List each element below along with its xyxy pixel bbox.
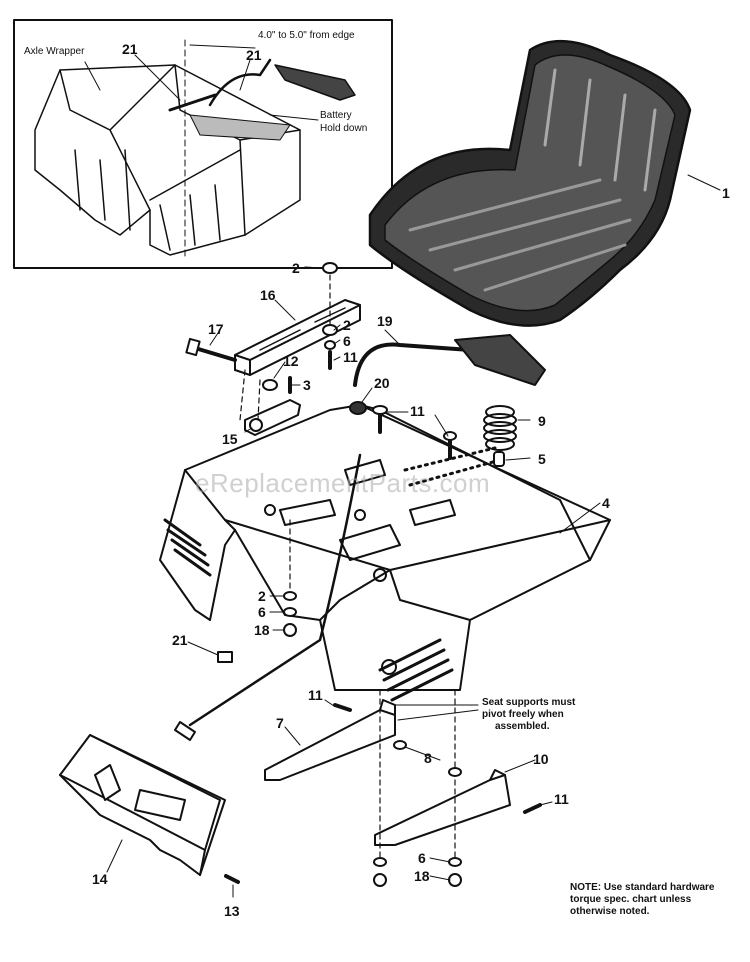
inset-label-axle-wrapper: Axle Wrapper [24,46,85,57]
callout-18: 18 [414,868,430,884]
callout-21-inset-b: 21 [246,47,262,63]
callout-2: 2 [258,588,266,604]
callout-4: 4 [602,495,610,511]
fender-part-4 [159,404,611,702]
watermark: eReplacementParts.com [195,468,491,498]
note-seat-supports-2: pivot freely when [482,709,564,720]
hinge-bracket-16 [234,299,361,376]
callout-17: 17 [208,321,224,337]
callout-10: 10 [533,751,549,767]
leader-lines [106,174,721,898]
callout-2: 2 [343,317,351,333]
hinge-plate-15 [239,369,301,436]
hardware-supports [373,740,462,887]
callout-6: 6 [418,850,426,866]
axle-wrapper-drawing [34,39,356,261]
seat-support-7 [264,699,396,781]
rear-panel-14 [59,734,226,876]
note-seat-supports-1: Seat supports must [482,697,576,708]
callout-13: 13 [224,903,240,919]
callout-16: 16 [260,287,276,303]
callout-20: 20 [374,375,390,391]
callout-8: 8 [424,750,432,766]
callout-11: 11 [410,403,425,419]
callout-11: 11 [343,349,358,365]
bolt-17 [185,337,237,362]
spring-9 [483,405,517,467]
callout-12: 12 [283,353,299,369]
note-seat-supports-3: assembled. [495,721,550,732]
grommet-20 [349,401,367,415]
note-hardware-3: otherwise noted. [570,906,650,917]
inset-label-distance: 4.0" to 5.0" from edge [258,30,355,41]
callout-2: 2 [292,260,300,276]
callout-15: 15 [222,431,238,447]
hardware-top [262,262,338,394]
inset-frame [13,19,393,269]
inset-label-battery-2: Hold down [320,123,368,134]
callout-11: 11 [554,791,569,807]
callout-7: 7 [276,715,284,731]
callout-18: 18 [254,622,270,638]
inset-leader-lines [84,44,319,121]
note-hardware-2: torque spec. chart unless [570,894,692,905]
callout-21-inset-a: 21 [122,41,138,57]
callout-1: 1 [722,185,730,201]
seat-support-10 [374,769,542,846]
callout-21: 21 [172,632,188,648]
bolts-11-fender [372,405,457,460]
harness-21 [174,453,362,741]
callout-6: 6 [258,604,266,620]
callout-14: 14 [92,871,108,887]
callout-6: 6 [343,333,351,349]
screw-13 [224,874,240,884]
callout-19: 19 [377,313,393,329]
callout-11: 11 [308,687,323,703]
callout-9: 9 [538,413,546,429]
seat-part-1 [368,39,692,327]
callout-3: 3 [303,377,311,393]
callout-5: 5 [538,451,546,467]
hardware-lower-left [283,519,297,637]
note-hardware-1: NOTE: Use standard hardware [570,882,715,893]
inset-label-battery-1: Battery [320,110,352,121]
